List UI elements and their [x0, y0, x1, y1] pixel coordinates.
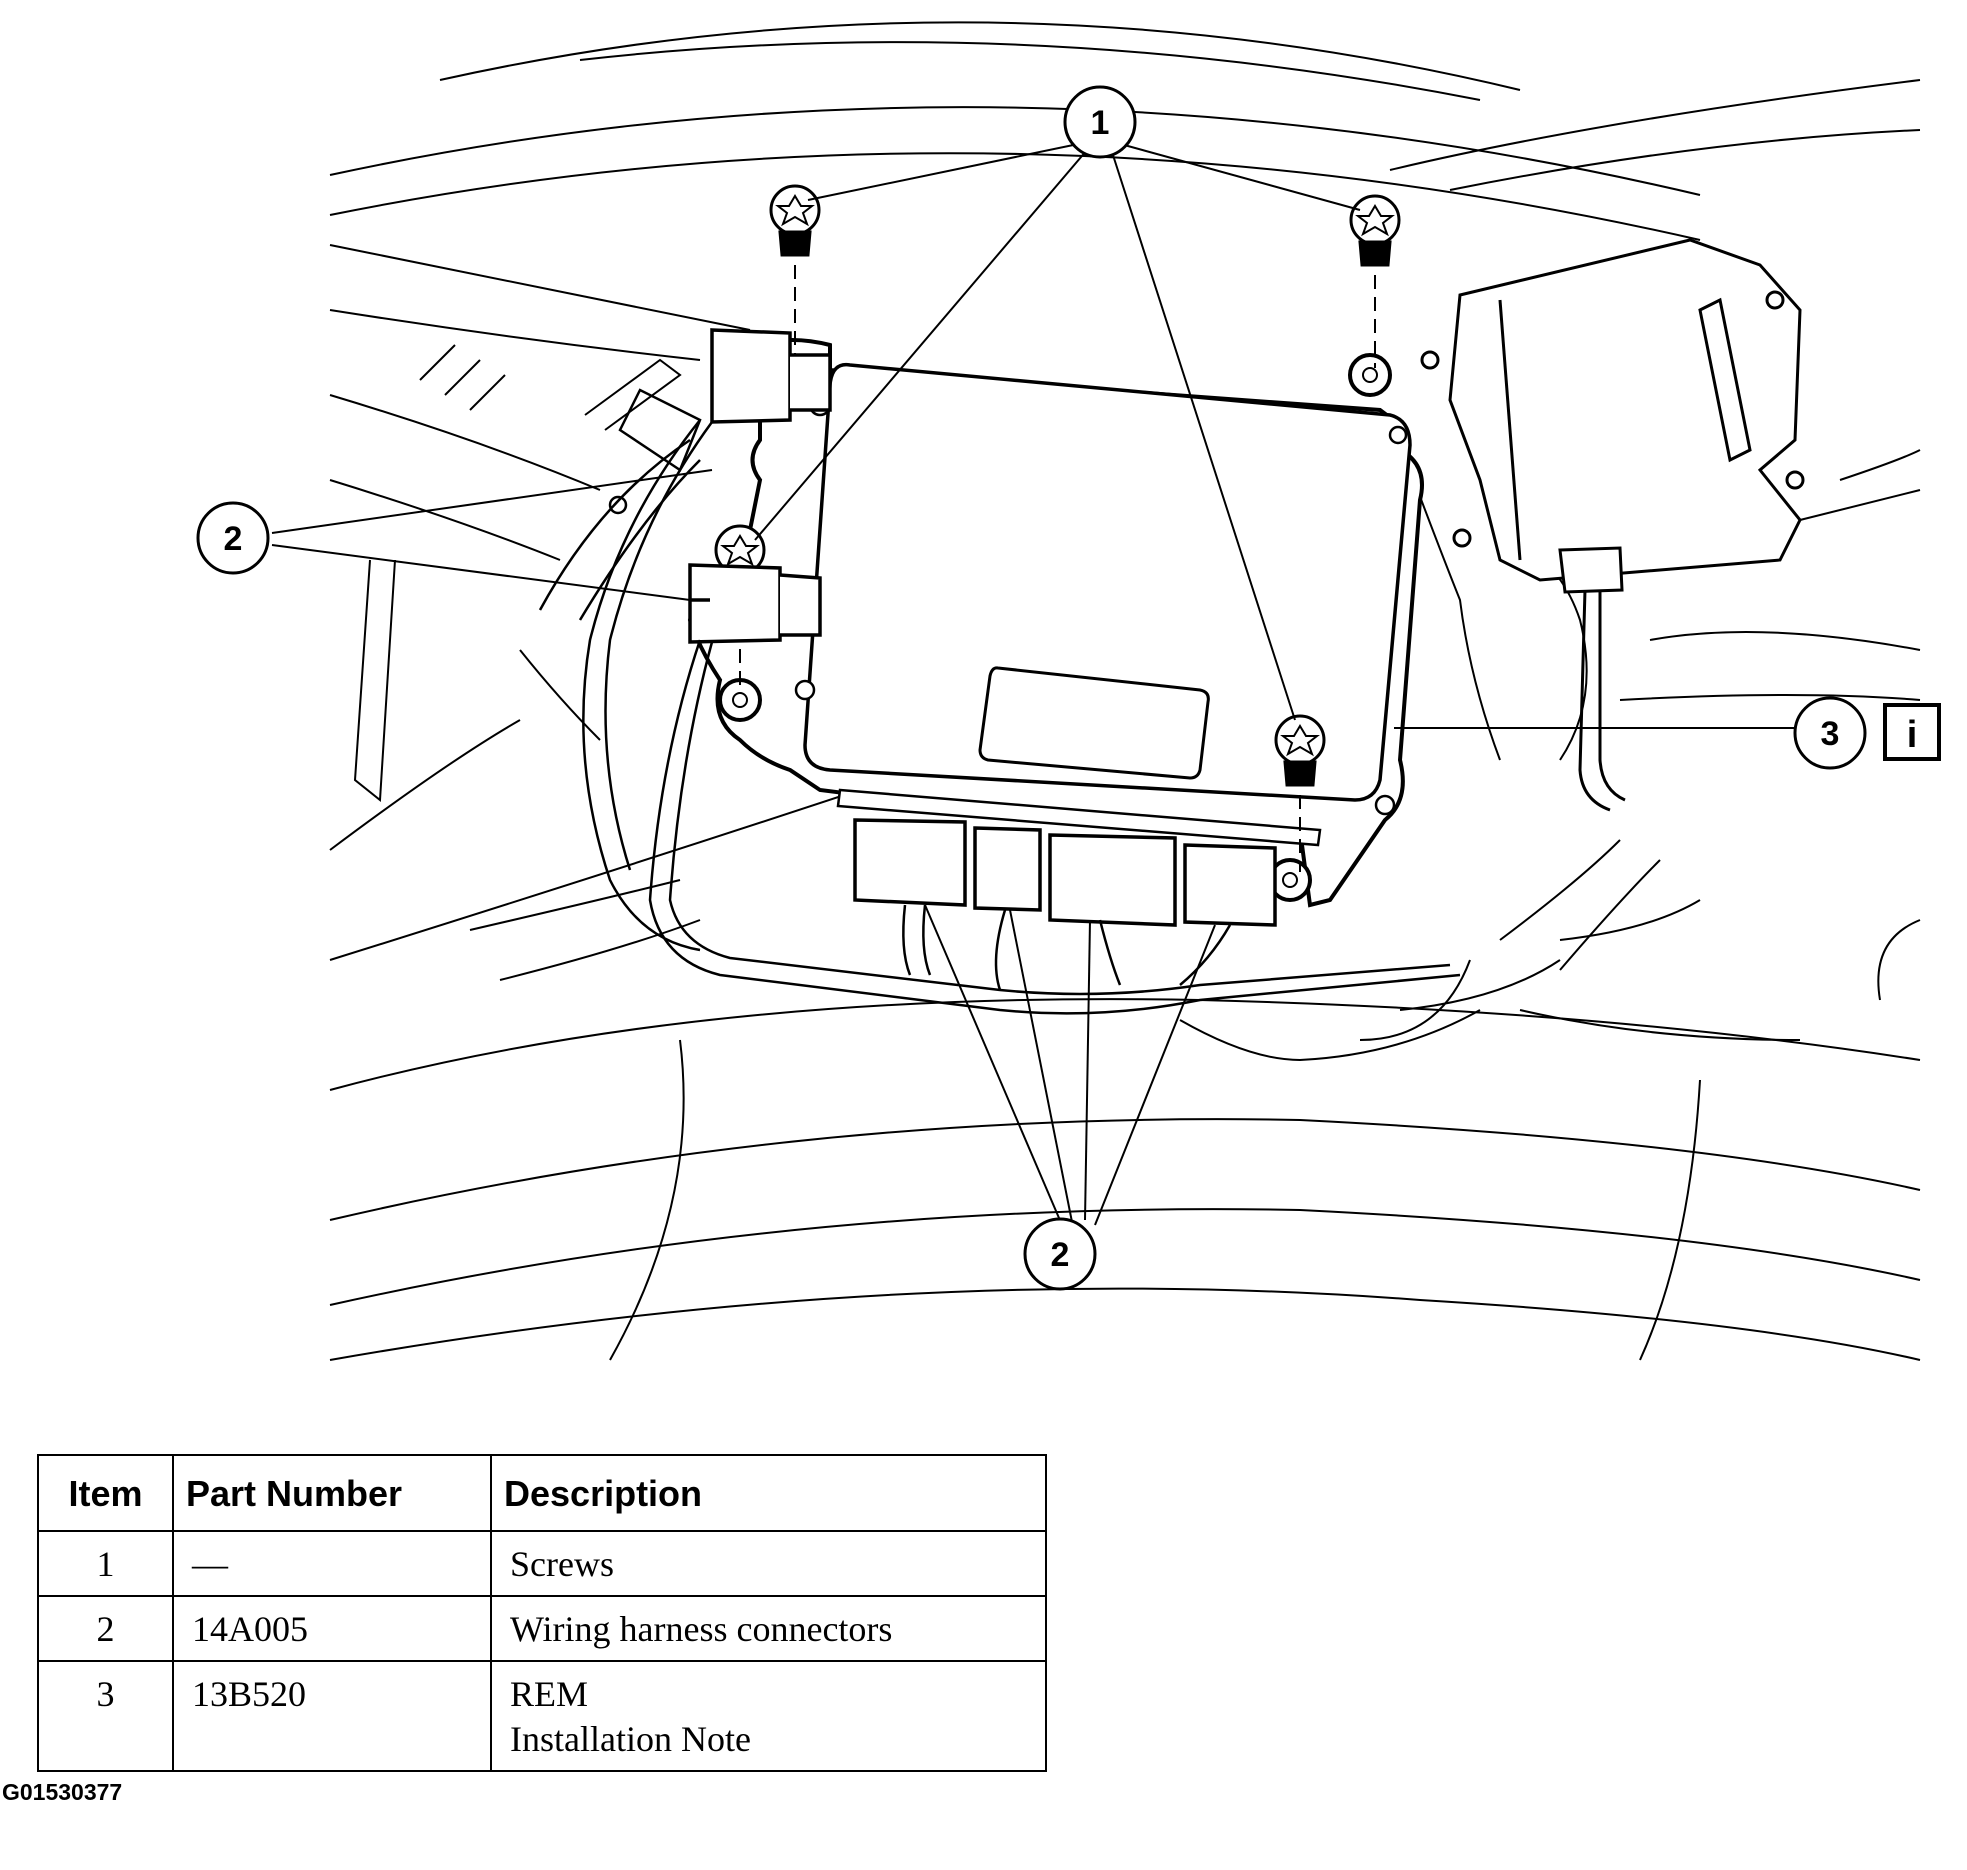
connector-left-upper	[710, 328, 832, 424]
table-row: 2 14A005 Wiring harness connectors	[37, 1595, 1047, 1662]
table-header-row: Item Part Number Description	[37, 1454, 1047, 1532]
info-icon[interactable]: i	[1883, 703, 1941, 761]
screws	[714, 184, 1401, 872]
right-bracket-module	[1420, 238, 1805, 812]
screw-right	[1274, 714, 1326, 872]
harness-wires	[582, 419, 1461, 1015]
callout-2-left: 2	[196, 501, 270, 575]
cell-part-number: 14A005	[172, 1595, 492, 1662]
column-header-part-number: Part Number	[172, 1454, 492, 1532]
rem-module	[687, 338, 1424, 908]
rem-installation-diagram: 1 2 2 3 i	[196, 21, 1941, 1361]
callout-1-label: 1	[1091, 104, 1110, 142]
callout-1: 1	[1063, 85, 1137, 159]
cell-description: REM Installation Note	[490, 1660, 1047, 1772]
table-row: 3 13B520 REM Installation Note	[37, 1660, 1047, 1772]
wiring-harness-connectors	[688, 328, 1277, 927]
cell-part-number: —	[172, 1530, 492, 1597]
callout-2-bottom-label: 2	[1051, 1236, 1070, 1274]
callout-3-label: 3	[1821, 715, 1840, 753]
background-vehicle-structure	[329, 21, 1921, 1361]
column-header-description: Description	[490, 1454, 1047, 1532]
cell-item: 3	[37, 1660, 174, 1772]
cell-item: 1	[37, 1530, 174, 1597]
leader-lines	[271, 142, 1795, 1226]
connector-bottom-1	[853, 818, 967, 907]
connector-bottom-4	[1183, 843, 1277, 927]
callout-2-left-label: 2	[224, 520, 243, 558]
cell-description: Wiring harness connectors	[490, 1595, 1047, 1662]
connector-bottom-3	[1048, 833, 1177, 927]
info-icon-label: i	[1907, 714, 1918, 756]
callout-3: 3	[1793, 696, 1867, 770]
connector-left-lower	[688, 563, 822, 644]
screw-top-right	[1349, 194, 1401, 368]
connector-bottom-2	[973, 826, 1042, 912]
left-bracket	[538, 388, 702, 621]
table-row: 1 — Screws	[37, 1530, 1047, 1597]
installation-note-link[interactable]: Installation Note	[510, 1719, 751, 1759]
callout-2-bottom: 2	[1023, 1217, 1097, 1291]
description-text: REM	[510, 1674, 589, 1714]
cell-part-number: 13B520	[172, 1660, 492, 1772]
column-header-item: Item	[37, 1454, 174, 1532]
cell-item: 2	[37, 1595, 174, 1662]
screw-top-left	[769, 184, 821, 370]
parts-table: Item Part Number Description 1 — Screws …	[37, 1454, 1047, 1772]
figure-id: G01530377	[2, 1779, 123, 1805]
cell-description: Screws	[490, 1530, 1047, 1597]
